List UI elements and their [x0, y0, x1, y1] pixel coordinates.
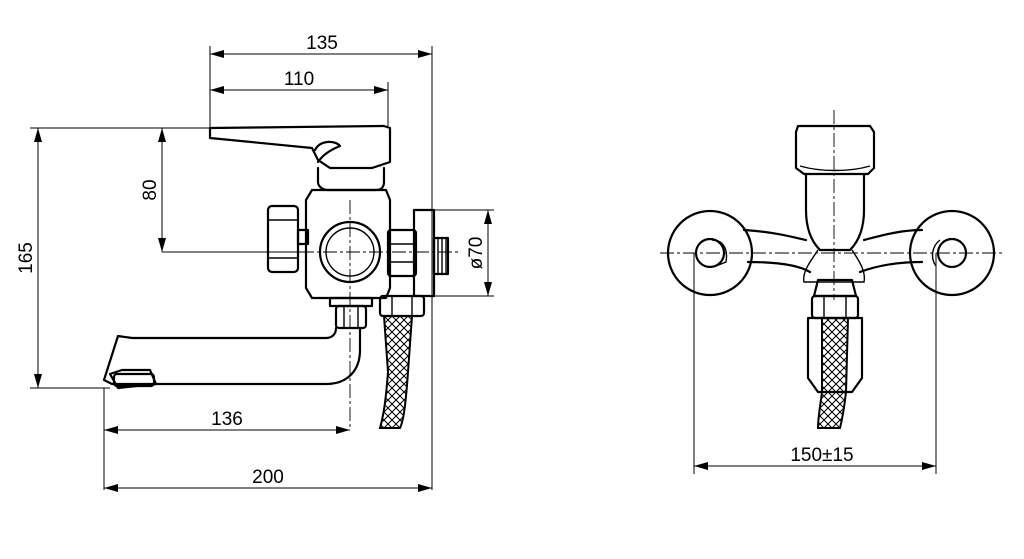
- dim-80: 80: [140, 128, 300, 253]
- front-braided-hose: [816, 317, 850, 429]
- dim-136: 136: [103, 388, 350, 490]
- spout: [102, 326, 362, 390]
- dim-diameter-70: ø70: [434, 209, 494, 297]
- dim-label-200: 200: [252, 467, 284, 488]
- diverter-nut: [266, 204, 310, 274]
- dim-150: 150±15: [693, 253, 937, 474]
- valve-body: [304, 166, 392, 300]
- eccentric-connector: [386, 208, 450, 298]
- dim-label-165: 165: [16, 242, 37, 274]
- dim-label-136: 136: [211, 409, 243, 430]
- dim-110: 110: [210, 69, 389, 126]
- front-lever: [794, 124, 876, 176]
- dim-label-135: 135: [306, 33, 338, 54]
- braided-hose: [378, 315, 414, 429]
- side-view: 135 110 165 80: [16, 33, 494, 492]
- dim-135: 135: [209, 33, 433, 490]
- front-view: 150±15: [660, 110, 1004, 474]
- dim-165: 165: [16, 127, 210, 389]
- lever-handle: [208, 124, 392, 170]
- dim-label-diameter: ø70: [466, 237, 487, 270]
- dim-label-150: 150±15: [790, 445, 853, 466]
- bottom-connectors: [328, 294, 426, 330]
- dim-200: 200: [104, 467, 432, 492]
- dim-label-80: 80: [140, 179, 161, 200]
- dim-label-110: 110: [284, 69, 314, 90]
